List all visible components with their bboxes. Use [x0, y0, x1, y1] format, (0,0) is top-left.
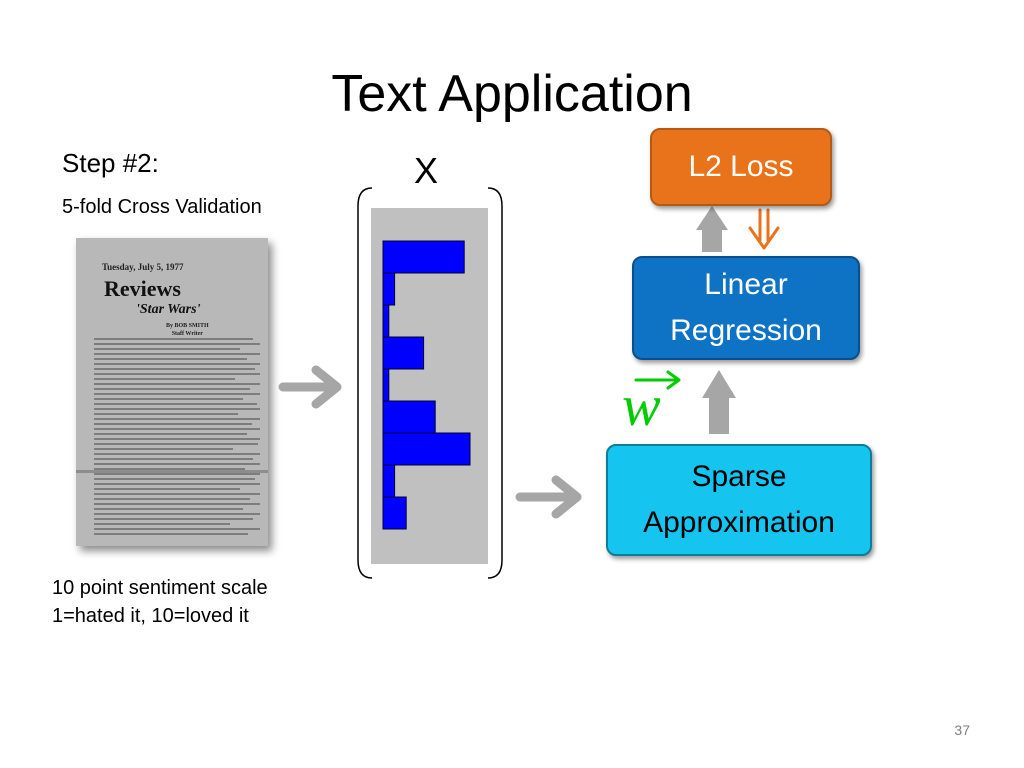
vector-arrow-icon — [634, 370, 681, 390]
matrix-x-label: X — [413, 150, 438, 191]
newspaper-byline-name: By BOB SMITH — [166, 323, 209, 329]
histogram-bar — [382, 368, 390, 402]
page-number: 37 — [954, 722, 970, 738]
sparse-approximation-line2: Approximation — [643, 506, 835, 539]
newspaper-text-line — [94, 443, 259, 445]
histogram-bar — [382, 432, 471, 466]
newspaper-headline: Reviews — [104, 276, 181, 301]
linear-regression-line1: Linear — [704, 268, 788, 301]
newspaper-text-line — [94, 488, 241, 490]
newspaper-text-line — [94, 533, 249, 535]
linear-regression-box: Linear Regression — [632, 256, 860, 360]
newspaper-text-line — [94, 393, 260, 395]
newspaper-subhead: 'Star Wars' — [136, 302, 201, 317]
newspaper-text-line — [94, 478, 256, 480]
histogram-bar — [382, 400, 436, 434]
newspaper-text-line — [94, 423, 252, 425]
newspaper-text-line — [94, 473, 260, 475]
sentiment-scale-line2: 1=hated it, 10=loved it — [52, 605, 249, 627]
sentiment-scale-line1: 10 point sentiment scale — [52, 577, 268, 599]
newspaper-text-line — [94, 463, 260, 465]
newspaper-text-line — [94, 378, 236, 380]
newspaper-text-line — [94, 508, 244, 510]
newspaper-text-line — [94, 453, 260, 455]
histogram-bar — [382, 496, 407, 530]
newspaper-text-line — [94, 358, 247, 360]
newspaper-text-line — [94, 353, 260, 355]
newspaper-fold-line — [76, 470, 268, 473]
newspaper-text-line — [94, 448, 234, 450]
newspaper-text-line — [94, 483, 260, 485]
newspaper-byline-role: Staff Writer — [171, 331, 203, 337]
arrow-sparse-to-linear — [702, 370, 736, 434]
histogram-bar — [382, 336, 425, 370]
right-bracket — [487, 187, 503, 579]
l2-loss-label: L2 Loss — [688, 150, 794, 183]
newspaper-text-line — [94, 343, 260, 345]
left-bracket — [357, 187, 373, 579]
newspaper-text-line — [94, 408, 260, 410]
sparse-approximation-line1: Sparse — [691, 460, 787, 493]
newspaper-text-line — [94, 438, 260, 440]
newspaper-clipping-image: Tuesday, July 5, 1977 Reviews 'Star Wars… — [76, 238, 268, 546]
newspaper-text-line — [94, 503, 260, 505]
newspaper-text-line — [94, 523, 231, 525]
newspaper-text-line — [94, 398, 244, 400]
newspaper-text-line — [94, 493, 260, 495]
newspaper-text-line — [94, 338, 254, 340]
newspaper-date: Tuesday, July 5, 1977 — [102, 262, 184, 272]
sentiment-scale-caption: 10 point sentiment scale 1=hated it, 10=… — [52, 574, 268, 630]
histogram-bar — [382, 272, 396, 306]
newspaper-text-line — [94, 373, 260, 375]
newspaper-text-line — [94, 428, 260, 430]
newspaper-byline: By BOB SMITH Staff Writer — [166, 322, 209, 338]
newspaper-text-line — [94, 528, 260, 530]
arrow-clipping-to-x — [278, 365, 342, 409]
newspaper-text-line — [94, 383, 260, 385]
arrow-linear-to-l2 — [696, 206, 728, 252]
newspaper-text-line — [94, 468, 246, 470]
slide-title: Text Application — [331, 65, 693, 123]
l2-loss-box: L2 Loss — [650, 128, 832, 206]
histogram-bars — [382, 240, 471, 530]
arrow-x-to-sparse — [515, 475, 582, 519]
newspaper-text-line — [94, 348, 241, 350]
cross-validation-label: 5-fold Cross Validation — [62, 196, 262, 218]
newspaper-body-text — [94, 338, 260, 538]
newspaper-text-line — [94, 418, 260, 420]
newspaper-text-line — [94, 458, 254, 460]
newspaper-text-line — [94, 388, 251, 390]
newspaper-text-line — [94, 498, 251, 500]
newspaper-text-line — [94, 513, 260, 515]
step-label: Step #2: — [62, 148, 159, 178]
newspaper-text-line — [94, 368, 256, 370]
weight-vector-w: w — [622, 373, 661, 438]
newspaper-text-line — [94, 413, 239, 415]
newspaper-text-line — [94, 433, 247, 435]
newspaper-text-line — [94, 518, 254, 520]
histogram-bar — [382, 304, 390, 338]
linear-regression-line2: Regression — [670, 314, 822, 347]
gradient-down-arrow-icon — [748, 208, 780, 250]
histogram-bar — [382, 464, 396, 498]
newspaper-text-line — [94, 403, 257, 405]
newspaper-text-line — [94, 363, 260, 365]
sparse-approximation-box: Sparse Approximation — [606, 444, 872, 556]
histogram-bar — [382, 240, 465, 274]
